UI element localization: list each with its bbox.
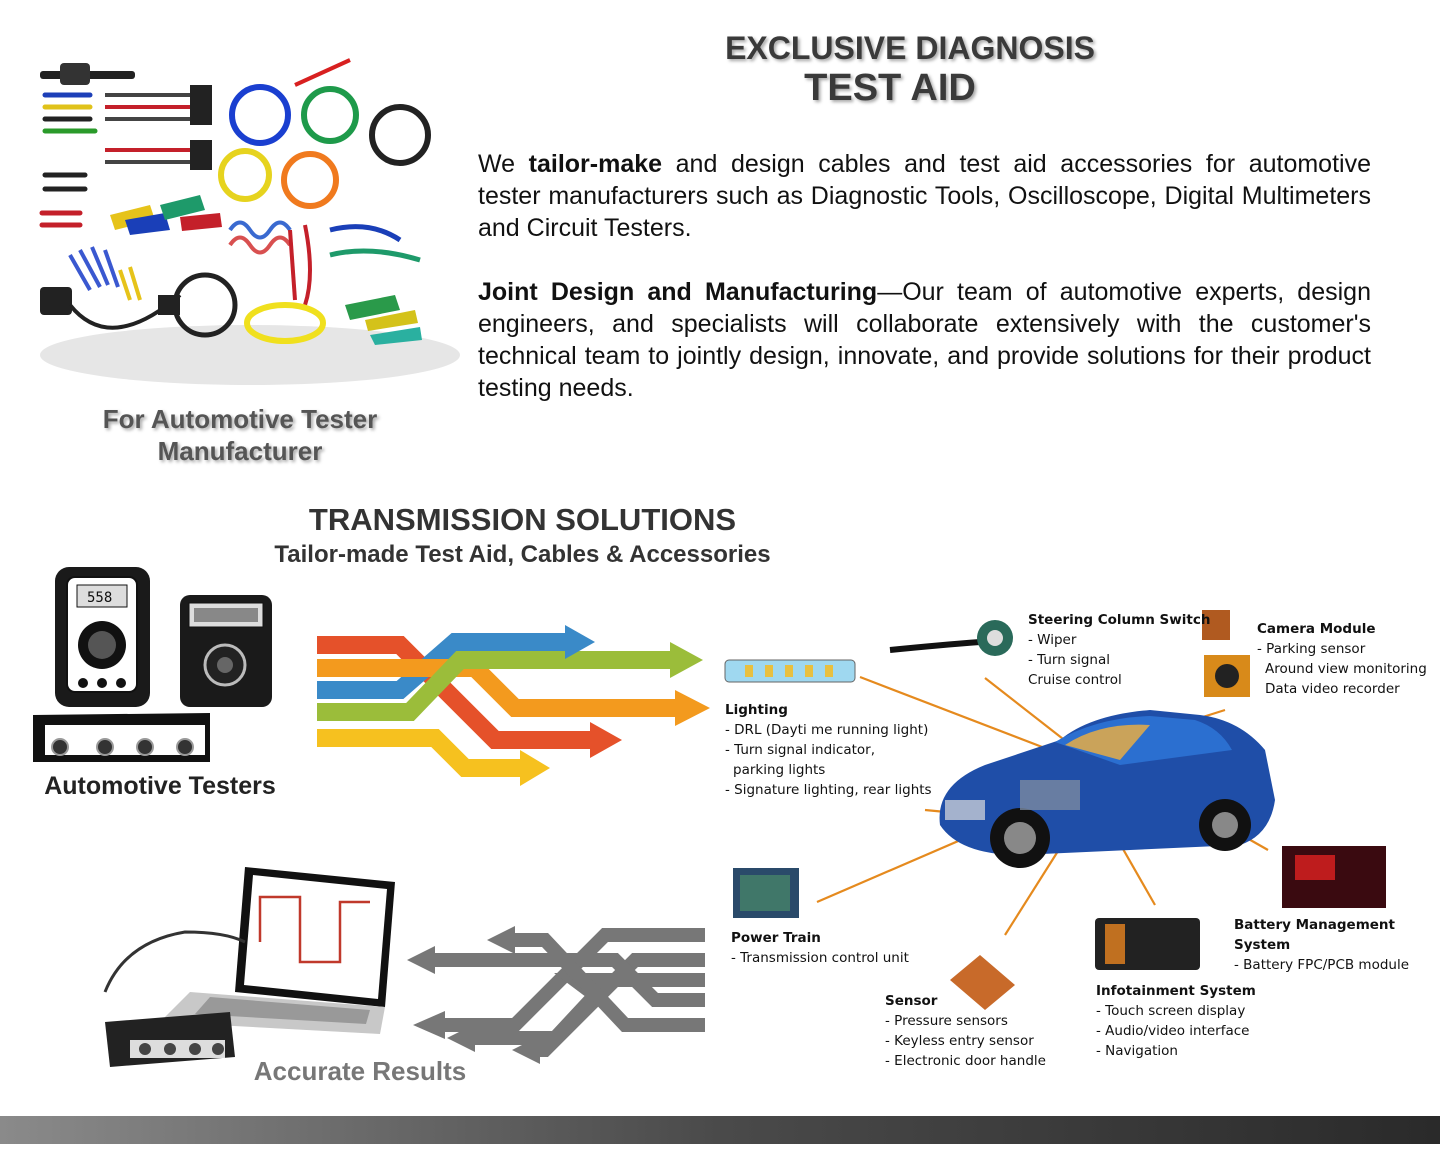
intro-paragraph-1: We tailor-make and design cables and tes… — [478, 148, 1371, 244]
powertrain-item: - Transmission control unit — [731, 950, 909, 966]
arrow-yellow-head — [520, 750, 550, 786]
powertrain-title: Power Train — [731, 930, 821, 946]
laptop-oscilloscope-image — [103, 867, 395, 1067]
sensor-title: Sensor — [885, 993, 938, 1009]
testers-caption: Automotive Testers — [44, 772, 276, 800]
label-powertrain: Power Train - Transmission control unit — [731, 928, 909, 968]
arrow-orange-head — [675, 690, 710, 726]
label-camera: Camera Module - Parking sensor Around vi… — [1257, 619, 1427, 699]
intro-paragraph-2: Joint Design and Manufacturing—Our team … — [478, 276, 1371, 404]
cables-caption-line1: For Automotive Tester — [102, 404, 378, 434]
title-exclusive-diagnosis: EXCLUSIVE DIAGNOSIS — [725, 30, 1095, 66]
arrow-green — [317, 651, 670, 721]
label-lighting: Lighting - DRL (Dayti me running light) … — [725, 700, 932, 800]
steering-title: Steering Column Switch — [1028, 612, 1211, 628]
cables-caption-line2: Manufacturer — [157, 436, 323, 466]
arrow-blue-head — [565, 625, 595, 659]
results-caption: Accurate Results — [253, 1056, 467, 1086]
arrow-red — [317, 636, 590, 749]
lighting-item: - Turn signal indicator, — [725, 742, 876, 758]
intro-text: We tailor-make and design cables and tes… — [478, 148, 1371, 436]
battery-item: - Battery FPC/PCB module — [1234, 957, 1410, 973]
arrow-green-head — [670, 642, 703, 678]
arrow-orange — [317, 659, 675, 717]
lighting-title: Lighting — [725, 702, 788, 718]
camera-item: Data video recorder — [1265, 681, 1400, 697]
p1-prefix: We — [478, 150, 529, 178]
camera-item: Around view monitoring — [1265, 661, 1427, 677]
transmission-subtitle: Tailor-made Test Aid, Cables & Accessori… — [274, 541, 771, 568]
results-arrows — [407, 926, 705, 1064]
infotainment-item: - Navigation — [1096, 1043, 1178, 1059]
sensor-item: - Pressure sensors — [885, 1013, 1008, 1029]
infotainment-item: - Audio/video interface — [1096, 1023, 1250, 1039]
lighting-item: parking lights — [733, 762, 826, 778]
steering-item: Cruise control — [1028, 672, 1122, 688]
camera-item: - Parking sensor — [1257, 641, 1366, 657]
svg-text:558: 558 — [87, 590, 112, 606]
transmission-title: TRANSMISSION SOLUTIONS — [308, 502, 737, 537]
label-sensor: Sensor - Pressure sensors - Keyless entr… — [885, 991, 1046, 1071]
sensor-item: - Keyless entry sensor — [885, 1033, 1034, 1049]
cables-caption: For Automotive Tester Manufacturer — [60, 403, 420, 467]
infotainment-title: Infotainment System — [1096, 983, 1256, 999]
title-test-aid: TEST AID — [804, 67, 976, 109]
label-steering: Steering Column Switch - Wiper - Turn si… — [1028, 610, 1210, 690]
lighting-item: - DRL (Dayti me running light) — [725, 722, 929, 738]
lighting-item: - Signature lighting, rear lights — [725, 782, 932, 798]
gray-arrow-5 — [515, 933, 705, 1032]
p1-bold: tailor-make — [528, 150, 663, 178]
p2-rest: —Our team of automotive experts, design … — [478, 278, 1371, 402]
arrow-red-head — [590, 722, 622, 758]
car-diagram — [724, 610, 1386, 1010]
label-battery: Battery Management System - Battery FPC/… — [1234, 915, 1440, 975]
camera-title: Camera Module — [1257, 621, 1376, 637]
test-cables-image — [39, 58, 460, 385]
label-infotainment: Infotainment System - Touch screen displ… — [1096, 981, 1256, 1061]
arrow-yellow — [317, 729, 520, 777]
steering-item: - Wiper — [1028, 632, 1077, 648]
infotainment-item: - Touch screen display — [1096, 1003, 1246, 1019]
gray-arrow-1 — [445, 928, 705, 1032]
footer-bar — [0, 1116, 1440, 1144]
gray-arrow-4 — [435, 953, 705, 1007]
sensor-item: - Electronic door handle — [885, 1053, 1046, 1069]
battery-title: Battery Management System — [1234, 917, 1395, 953]
p2-bold: Joint Design and Manufacturing — [478, 278, 878, 306]
automotive-testers-image: 558 — [33, 567, 272, 762]
transmission-arrows — [317, 625, 710, 786]
p1-rest: and design cables and test aid accessori… — [478, 150, 1371, 242]
steering-item: - Turn signal — [1028, 652, 1111, 668]
